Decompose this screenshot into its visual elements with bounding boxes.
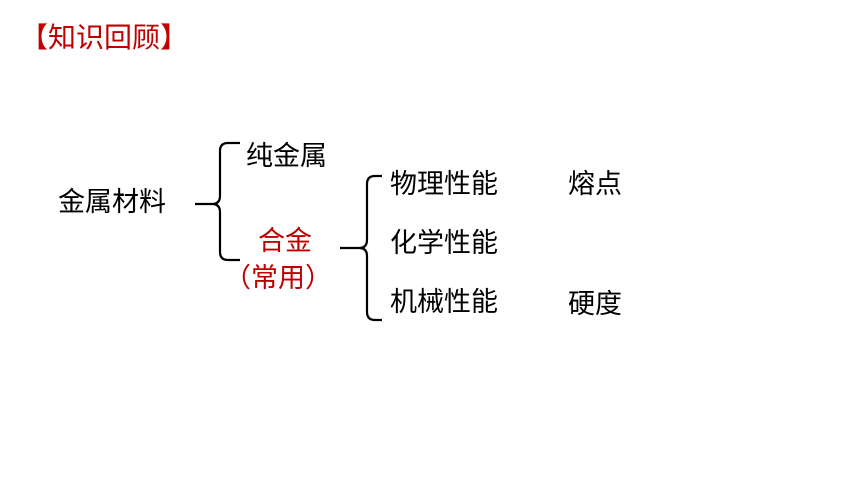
section-heading: 【知识回顾】 [20, 21, 189, 54]
example-hardness: 硬度 [568, 289, 622, 320]
branch-alloy: 合金 [258, 226, 312, 257]
branch-alloy-note: （常用） [224, 263, 332, 294]
root-node: 金属材料 [58, 187, 166, 218]
branch-pure-metal: 纯金属 [246, 141, 327, 172]
property-chemical: 化学性能 [390, 228, 498, 259]
property-physical: 物理性能 [390, 169, 498, 200]
brace-root [195, 141, 240, 262]
brace-alloy [340, 174, 382, 322]
property-mechanical: 机械性能 [390, 287, 498, 318]
example-melting-point: 熔点 [568, 169, 622, 200]
